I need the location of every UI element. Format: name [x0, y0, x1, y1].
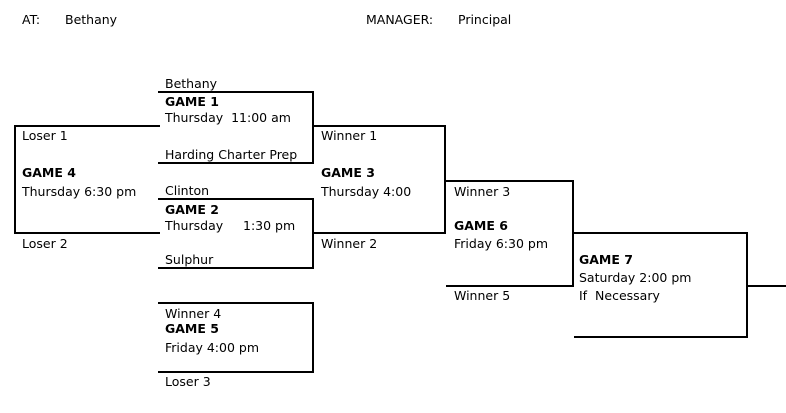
game5-bottom-line [158, 371, 314, 373]
game2-bottom-team: Sulphur [165, 252, 214, 267]
at-label: AT: [22, 12, 41, 27]
game4-top-team: Loser 1 [22, 128, 68, 143]
game3-title: GAME 3 [321, 165, 375, 180]
champion-line [746, 285, 786, 287]
game5-time: Friday 4:00 pm [165, 340, 260, 355]
game6-time: Friday 6:30 pm [454, 236, 549, 251]
game6-top-team: Winner 3 [454, 184, 511, 199]
game2-time: Thursday 1:30 pm [165, 218, 296, 233]
game1-top-team: Bethany [165, 76, 218, 91]
game5-title: GAME 5 [165, 321, 219, 336]
game7-note: If Necessary [579, 288, 660, 303]
game1-title: GAME 1 [165, 94, 219, 109]
game5-connector [312, 302, 314, 373]
game3-bottom-line [314, 232, 446, 234]
game7-bottom-line [574, 336, 748, 338]
game6-top-line [446, 180, 574, 182]
game6-title: GAME 6 [454, 218, 508, 233]
game7-time: Saturday 2:00 pm [579, 270, 692, 285]
game6-bottom-line [446, 285, 574, 287]
manager-value: Principal [458, 12, 512, 27]
game5-bottom-team: Loser 3 [165, 374, 211, 389]
game2-top-line [158, 198, 314, 200]
game4-time: Thursday 6:30 pm [22, 184, 137, 199]
game2-bottom-line [158, 267, 314, 269]
game4-title: GAME 4 [22, 165, 76, 180]
game6-bottom-team: Winner 5 [454, 288, 511, 303]
game4-top-line [14, 125, 160, 127]
game3-top-team: Winner 1 [321, 128, 378, 143]
game4-bottom-line [14, 232, 160, 234]
game5-top-line [158, 302, 314, 304]
game7-title: GAME 7 [579, 252, 633, 267]
game3-time: Thursday 4:00 [321, 184, 412, 199]
game4-bottom-team: Loser 2 [22, 236, 68, 251]
game3-top-line [314, 125, 446, 127]
game4-connector [14, 125, 16, 234]
game1-bottom-line [158, 162, 314, 164]
game1-connector [312, 91, 314, 164]
game5-top-team: Winner 4 [165, 306, 222, 321]
game2-top-team: Clinton [165, 183, 210, 198]
game1-top-line [158, 91, 314, 93]
game6-connector [572, 180, 574, 287]
game1-time: Thursday 11:00 am [165, 110, 291, 125]
game7-top-line [574, 232, 748, 234]
game3-connector [444, 125, 446, 234]
game3-bottom-team: Winner 2 [321, 236, 378, 251]
game2-connector [312, 198, 314, 269]
manager-label: MANAGER: [366, 12, 434, 27]
game1-bottom-team: Harding Charter Prep [165, 147, 298, 162]
at-value: Bethany [65, 12, 118, 27]
game2-title: GAME 2 [165, 202, 219, 217]
